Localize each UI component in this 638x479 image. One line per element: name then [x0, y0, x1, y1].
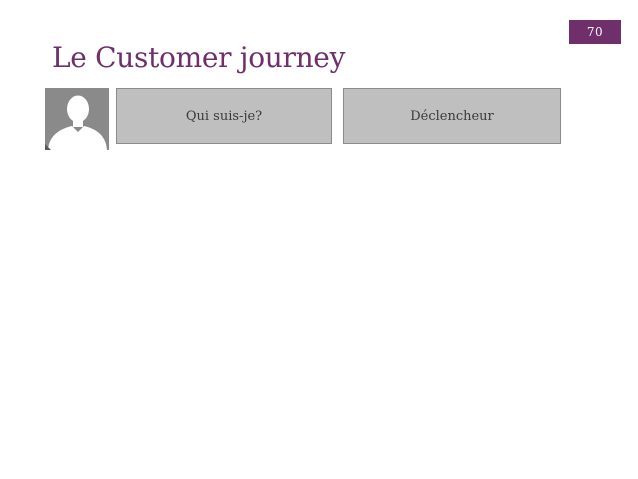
page-number: 70: [586, 25, 604, 39]
slide-title: Le Customer journey: [52, 41, 346, 74]
step-label: Déclencheur: [410, 108, 494, 124]
user-silhouette-icon: [45, 88, 109, 150]
step-label: Qui suis-je?: [185, 108, 263, 124]
page-number-badge: 70: [569, 20, 621, 44]
step-box-declencheur[interactable]: Déclencheur: [343, 88, 561, 144]
step-box-qui-suis-je[interactable]: Qui suis-je?: [116, 88, 332, 144]
